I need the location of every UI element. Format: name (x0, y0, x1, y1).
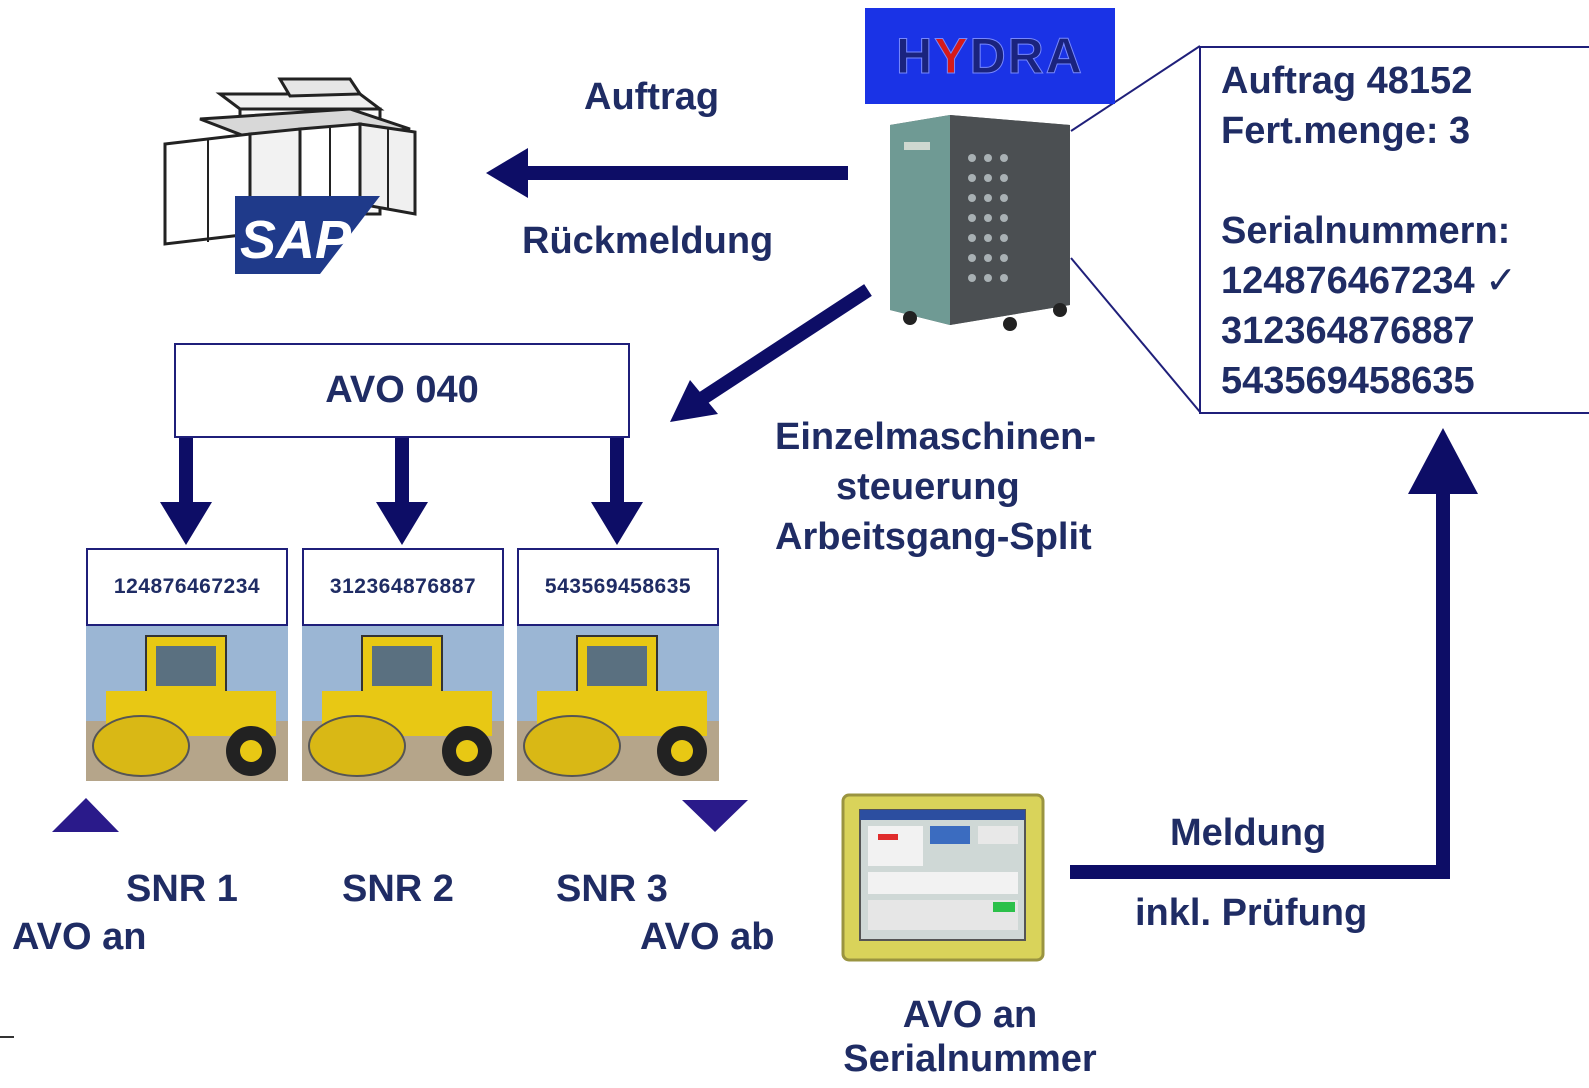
avo-end-triangle (682, 800, 748, 832)
serial-item-1: 124876467234 ✓ (1221, 260, 1518, 302)
serial-header: Serialnummern: (1221, 210, 1511, 252)
label-snr2: SNR 2 (342, 868, 454, 910)
terminal-icon (841, 793, 1045, 962)
serial-box-1: 124876467234 (86, 548, 288, 626)
order-info-box: Auftrag 48152 Fert.menge: 3 Serialnummer… (1199, 46, 1589, 414)
arrow-split-head (670, 380, 718, 422)
label-auftrag: Auftrag (584, 76, 720, 118)
label-avo-an: AVO an (12, 916, 147, 958)
serial-item-2: 312364876887 (1221, 310, 1475, 352)
label-meldung: Meldung (1170, 812, 1327, 854)
label-snr3: SNR 3 (556, 868, 668, 910)
arrow-meldung-head (1408, 428, 1478, 494)
callout-line-bottom (1070, 257, 1201, 413)
arrow-snr2 (376, 502, 428, 545)
label-snr1: SNR 1 (126, 868, 238, 910)
sap-logo-text: SAP (240, 210, 352, 270)
arrow-snr1 (160, 502, 212, 545)
order-quantity: Fert.menge: 3 (1221, 110, 1471, 152)
label-pruefung: inkl. Prüfung (1135, 892, 1368, 934)
serial-box-2: 312364876887 (302, 548, 504, 626)
label-einzel-line2: steuerung (836, 466, 1020, 508)
arrow-meldung (1070, 480, 1450, 879)
arrow-split (696, 284, 872, 406)
label-avo-ab: AVO ab (640, 916, 775, 958)
avo-start-triangle (52, 798, 119, 832)
label-terminal-line1: AVO an (902, 994, 1038, 1036)
road-roller-image-2 (302, 626, 504, 781)
arrow-snr3 (591, 502, 643, 545)
avo-operation-box: AVO 040 (174, 343, 630, 438)
sap-system-icon: SAP (163, 77, 417, 274)
road-roller-image-3 (517, 626, 719, 781)
label-rueckmeldung: Rückmeldung (522, 220, 774, 262)
serial-item-3: 543569458635 (1221, 360, 1475, 402)
serial-box-3: 543569458635 (517, 548, 719, 626)
label-einzel-line1: Einzelmaschinen- (775, 416, 1096, 458)
road-roller-image-1 (86, 626, 288, 781)
order-number: Auftrag 48152 (1221, 60, 1473, 102)
label-einzel-line3: Arbeitsgang-Split (775, 516, 1092, 558)
hydra-server-icon (890, 115, 1070, 331)
label-terminal-line2: Serialnummer (843, 1038, 1097, 1080)
arrow-auftrag-head (486, 148, 528, 198)
callout-line-top (1070, 45, 1201, 132)
